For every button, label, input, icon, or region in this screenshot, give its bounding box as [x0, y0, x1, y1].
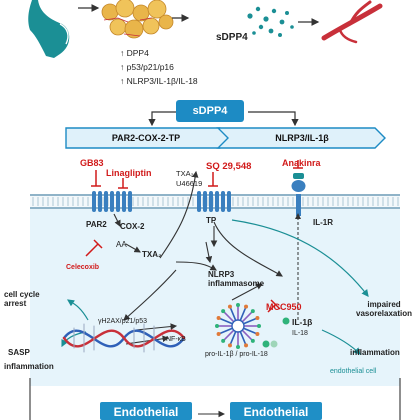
linagliptin-label: Linagliptin — [106, 168, 152, 178]
cytokine-particles — [262, 317, 290, 348]
sq29548-label: SQ 29,548 — [206, 161, 252, 172]
cell-cycle-arrest-label: cell cycle arrest — [4, 290, 40, 309]
par2-label: PAR2 — [86, 220, 107, 229]
pro-cytokine-label: pro-IL-1β / pro-IL-18 — [205, 351, 268, 358]
mcc950-label: MCC950 — [266, 302, 302, 312]
il1r-receptor-icon — [291, 173, 306, 216]
endothelial-cell-area — [30, 208, 400, 386]
gb83-label: GB83 — [80, 158, 104, 168]
celecoxib-label: Celecoxib — [66, 264, 100, 271]
par2-receptor-icon — [92, 191, 132, 212]
inflammation-right-label: inflammation — [350, 348, 400, 357]
arrow-banner-to-right — [248, 111, 299, 127]
nlrp3-inflammasome-label: NLRP3 inflammasome — [208, 270, 265, 289]
inflammation-left-label: inflammation — [4, 362, 54, 371]
il1r-label: IL-1R — [313, 218, 333, 227]
il1b-label: IL-1β — [292, 317, 313, 327]
aa-label: AA — [116, 240, 127, 249]
upregulation-nlrp3: ↑ NLRP3/IL-1β/IL-18 — [120, 76, 198, 86]
blood-vessel-icon — [321, 0, 383, 44]
tp-label: TP — [206, 216, 217, 225]
il18-label: IL-18 — [292, 330, 308, 337]
pathway-label-right: NLRP3/IL-1β — [275, 133, 329, 143]
sasp-label: SASP — [8, 348, 30, 357]
impaired-vasorelaxation-label: impaired vasorelaxation — [356, 300, 413, 319]
txa2-extracellular: TXA₂ — [176, 169, 194, 178]
upregulation-p53: ↑ p53/p21/p16 — [120, 62, 174, 72]
footer-connectors — [29, 378, 401, 420]
dna-helix-icon — [62, 323, 186, 353]
nfkb-label: NF-κB — [166, 336, 186, 343]
gh2ax-label: γH2AX/p21/p53 — [98, 318, 148, 325]
endothelial-cell-label: endothelial cell — [330, 368, 377, 375]
signalling-arrows — [113, 170, 283, 345]
u46619-label: U46619 — [176, 179, 203, 188]
footer-box-right: Endothelial — [230, 402, 322, 420]
sdpp4-banner: sDPP4 — [176, 100, 244, 122]
anakinra-label: Anakinra — [282, 158, 321, 168]
sdpp4-dot-cloud — [247, 6, 294, 37]
tp-receptor-icon — [197, 191, 231, 212]
adipose-tissue-icon — [101, 0, 174, 39]
inflammasome-icon — [215, 303, 261, 349]
upregulation-dpp4: ↑ DPP4 — [120, 48, 149, 58]
cox2-label: COX-2 — [120, 222, 145, 231]
inhibitor-bars — [85, 160, 303, 313]
txa2-label: TXA₂ — [142, 250, 162, 259]
footer-box-left: Endothelial — [100, 402, 192, 420]
pathway-box-right — [216, 127, 386, 149]
sdpp4-label: sDPP4 — [216, 32, 248, 43]
obese-person-icon — [28, 0, 70, 58]
pathway-label-left: PAR2-COX-2-TP — [111, 133, 181, 143]
